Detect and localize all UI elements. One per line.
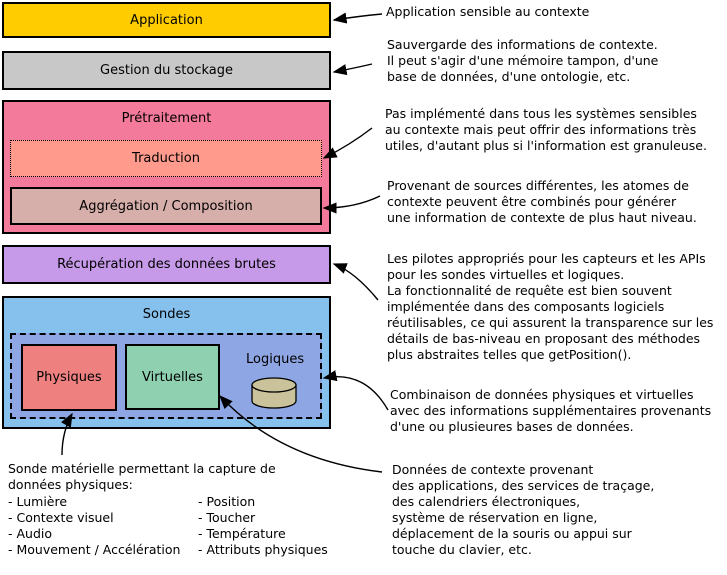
arrow-application [332, 12, 383, 24]
arrow-virtual [219, 394, 383, 473]
aggregation-label: Aggrégation / Composition [79, 198, 253, 214]
logical-label: Logiques [246, 352, 305, 367]
note-physical-intro: Sonde matérielle permettant la capture d… [8, 461, 276, 492]
note-aggregation: Provenant de sources différentes, les at… [387, 178, 697, 225]
raw-data-label: Récupération des données brutes [57, 257, 276, 272]
storage-layer: Gestion du stockage [2, 51, 331, 90]
arrow-storage [332, 63, 373, 76]
note-logical: Combinaison de données physiques et virt… [390, 387, 712, 434]
preprocessing-label: Prétraitement [121, 111, 212, 126]
storage-label: Gestion du stockage [100, 63, 233, 78]
physical-label: Physiques [36, 370, 102, 385]
note-physical-list-1: - Lumière - Contexte visuel - Audio - Mo… [8, 494, 181, 557]
application-layer: Application [2, 2, 331, 38]
note-storage: Sauvergarde des informations de contexte… [387, 37, 659, 84]
application-label: Application [130, 12, 203, 28]
arrow-logical [322, 370, 389, 411]
virtual-sensor-box: Virtuelles [125, 344, 220, 410]
raw-data-layer: Récupération des données brutes [2, 245, 331, 284]
note-virtual: Données de contexte provenant des applic… [392, 462, 655, 557]
sensors-label: Sondes [142, 307, 191, 322]
physical-sensor-box: Physiques [21, 344, 117, 411]
note-application: Application sensible au contexte [386, 4, 590, 19]
aggregation-box: Aggrégation / Composition [10, 187, 322, 225]
arrow-physical [60, 412, 73, 456]
note-raw-data: Les pilotes appropriés pour les capteurs… [387, 251, 714, 362]
arrow-aggregation [322, 195, 381, 214]
translation-box: Traduction [10, 140, 322, 177]
arrow-raw-data [332, 263, 379, 301]
note-translation: Pas implémenté dans tous les systèmes se… [385, 106, 707, 153]
database-icon [251, 377, 297, 409]
translation-label: Traduction [132, 151, 200, 166]
note-physical-list-2: - Position - Toucher - Température - Att… [198, 494, 328, 557]
virtual-label: Virtuelles [142, 369, 203, 385]
arrow-translation [322, 127, 373, 159]
